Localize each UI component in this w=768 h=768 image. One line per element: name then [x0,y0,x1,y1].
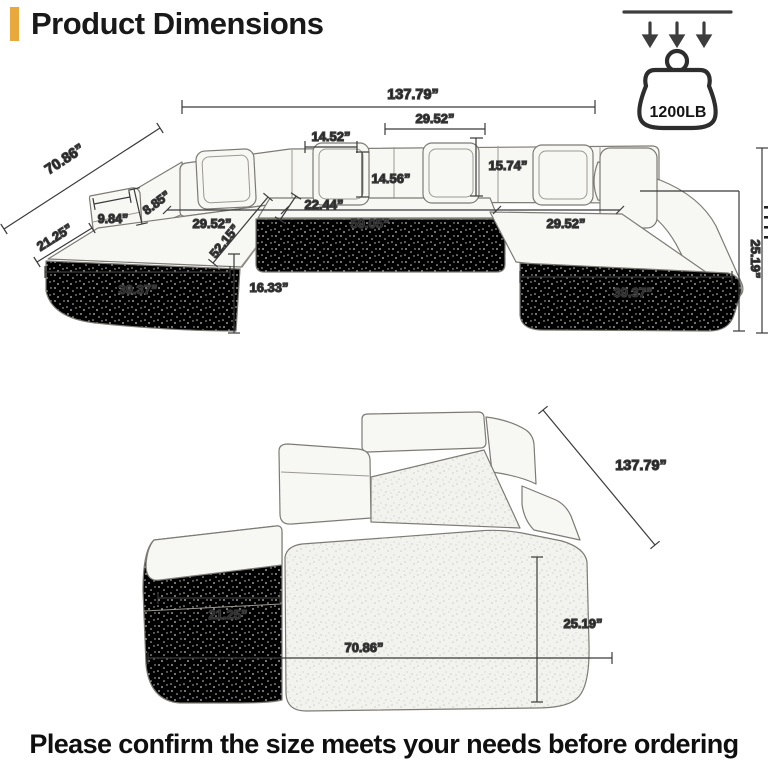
dim-overall-depth-side: 70.86” [147,639,613,664]
page-title: Product Dimensions [31,6,324,41]
arrow-down-icon [695,21,713,49]
svg-text:9.84”: 9.84” [98,212,129,226]
sofa-left-chaise-front [45,260,241,332]
clipped-dimension-label [764,206,768,239]
footer-note: Please confirm the size meets your needs… [29,729,739,759]
svg-text:22.44”: 22.44” [304,197,343,212]
dim-back-cushion-height: 15.74” [470,137,528,197]
throw-pillow [195,148,257,210]
dim-armrest-length: 9.84” [92,190,132,227]
svg-text:137.79”: 137.79” [615,458,667,474]
sofa-right-arm-lower [521,485,581,541]
svg-text:137.79”: 137.79” [387,87,439,103]
svg-text:39.37”: 39.37” [613,285,652,300]
svg-text:70.86”: 70.86” [42,141,87,178]
sofa-seat-deck [370,449,521,529]
sofa-right-chaise-front [519,262,742,332]
dim-seat-depth: 22.44” [274,192,344,224]
svg-text:25.19”: 25.19” [563,616,602,631]
dim-overall-height-side: 25.19” [531,556,603,703]
weight-body [637,67,718,131]
dim-right-chaise-front: 39.37” [519,271,733,301]
sofa-far-chaise [278,443,372,525]
svg-text:21.25”: 21.25” [208,607,247,622]
accent-bar [10,7,19,41]
dim-pillow-height: 14.56” [356,151,411,198]
dim-total-width: 137.79” [181,86,596,114]
sofa-back-panel [284,529,590,712]
header: Product Dimensions [10,6,324,42]
svg-text:70.86”: 70.86” [344,640,383,655]
throw-pillow [422,142,480,204]
throw-pillow [312,142,370,206]
svg-text:25.19”: 25.19” [748,239,763,278]
sofa-back-top-rail [361,411,487,453]
throw-pillow [532,144,594,206]
dim-left-seat-width: 29.52” [192,216,231,231]
weight-capacity-label: 1200LB [650,104,707,121]
svg-text:14.52”: 14.52” [311,129,350,144]
dim-center-seat-width: 59.05” [350,216,389,231]
dim-overall-height: 25.19” [640,190,764,332]
dim-chaise-top-depth: 21.25” [157,592,281,623]
sofa-right-arm-upper [485,416,537,485]
top-view-diagram: 137.79” 29.52” 14.52” 14.56” 15.74” [0,86,768,334]
weight-capacity-icon: 1200LB [622,10,733,131]
sofa-left-chaise-top [47,201,291,268]
arrow-down-icon [668,21,686,49]
dim-total-width-side: 137.79” [538,405,667,550]
side-view-diagram: 137.79” 21.25” 70.86” 25.19” [142,405,667,712]
sofa-near-chaise-top [145,525,283,581]
dim-right-seat-width: 29.52” [546,216,585,231]
dim-left-chaise-front: 39.37” [44,266,231,298]
svg-text:15.74”: 15.74” [488,158,527,173]
dim-right-edge-clipped [756,147,768,334]
dim-back-section-width: 29.52” [384,110,486,135]
arrow-down-icon [641,21,659,49]
dim-seat-height: 16.33” [228,253,289,334]
svg-text:14.56”: 14.56” [371,171,410,186]
svg-text:29.52”: 29.52” [415,111,454,126]
svg-text:39.37”: 39.37” [118,282,157,297]
dim-seat-chain: 29.52” 59.05” 29.52” [162,205,625,232]
svg-text:16.33”: 16.33” [249,280,288,295]
dim-pillow-width: 14.52” [304,128,358,153]
